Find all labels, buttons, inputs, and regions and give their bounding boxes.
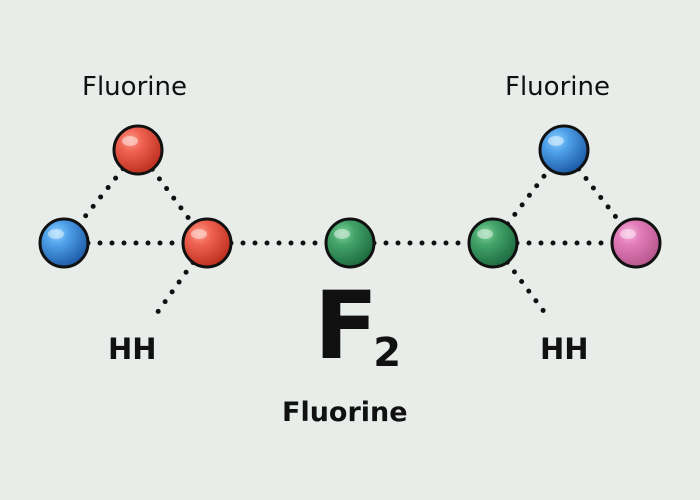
right-pink-atom-highlight	[620, 229, 636, 239]
left-red-atom	[181, 217, 233, 269]
center-green-atom	[324, 217, 376, 269]
right-pink-atom	[610, 217, 662, 269]
formula-subscript: 2	[373, 330, 402, 376]
left-blue-atom	[38, 217, 90, 269]
top-right-label: Fluorine	[505, 72, 610, 102]
top-left-label: Fluorine	[82, 72, 187, 102]
right-hh-label: HH	[540, 332, 589, 366]
left-red-atom-highlight	[191, 229, 207, 239]
right-green-atom	[467, 217, 519, 269]
formula-symbol: F	[314, 272, 378, 381]
right-top-blue-atom	[538, 124, 590, 176]
right-top-blue-atom-highlight	[548, 136, 564, 146]
formula-label: F2	[314, 280, 401, 374]
left-blue-atom-highlight	[48, 229, 64, 239]
left-top-red-atom	[112, 124, 164, 176]
bottom-label: Fluorine	[282, 397, 408, 428]
left-top-red-atom-highlight	[122, 136, 138, 146]
bond-left-top-to-left-blue	[61, 147, 141, 246]
atoms	[38, 124, 662, 269]
left-hh-label: HH	[108, 332, 157, 366]
bond-right-green-to-right-hh	[490, 240, 548, 316]
center-green-atom-highlight	[334, 229, 350, 239]
right-green-atom-highlight	[477, 229, 493, 239]
